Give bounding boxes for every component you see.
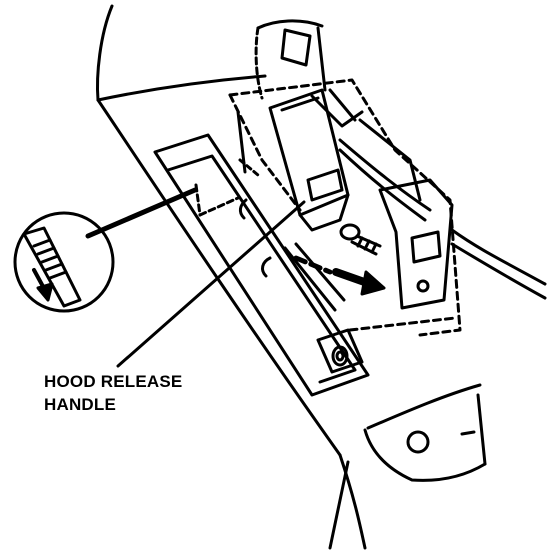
handle-housing (153, 133, 370, 397)
detail-leader-line (85, 187, 198, 239)
label-line-2: HANDLE (44, 395, 117, 414)
hood-release-handle-label: HOOD RELEASE HANDLE (44, 370, 182, 416)
label-line-1: HOOD RELEASE (44, 372, 183, 391)
mounting-screw (339, 223, 382, 256)
release-lever (254, 19, 364, 232)
detail-inset (13, 211, 115, 313)
release-cable (338, 118, 547, 310)
dash-panel (96, 4, 487, 550)
callout-leader-line (116, 200, 306, 368)
removal-arrow (293, 255, 386, 296)
